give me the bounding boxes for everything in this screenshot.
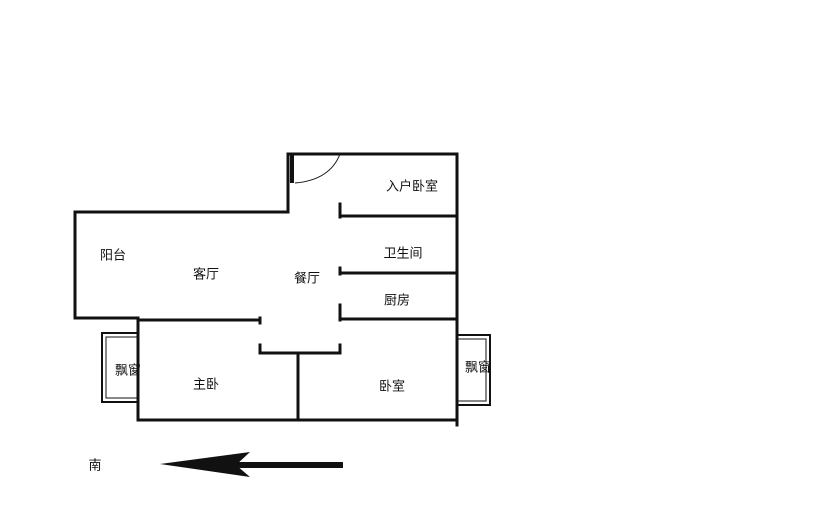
bay-window-left-inner <box>105 336 139 399</box>
south-arrow-icon <box>160 452 343 477</box>
compass-south-label: 南 <box>88 458 102 474</box>
room-label-master-bedroom: 主卧 <box>192 377 220 393</box>
outer-wall <box>73 152 459 427</box>
door-swing-arc <box>294 153 341 184</box>
room-label-living-room: 客厅 <box>192 267 220 283</box>
room-label-bathroom: 卫生间 <box>383 246 423 262</box>
room-label-bay-window-left: 飘窗 <box>114 363 142 379</box>
room-label-balcony: 阳台 <box>99 248 127 264</box>
room-label-bay-window-right: 飘窗 <box>464 360 492 376</box>
partition-walls <box>258 202 459 422</box>
room-label-dining-room: 餐厅 <box>293 271 321 287</box>
room-label-entry-bedroom: 入户卧室 <box>385 179 439 195</box>
room-label-kitchen: 厨房 <box>383 293 411 309</box>
bay-window-right-inner <box>456 338 487 402</box>
room-label-bedroom: 卧室 <box>378 379 406 395</box>
